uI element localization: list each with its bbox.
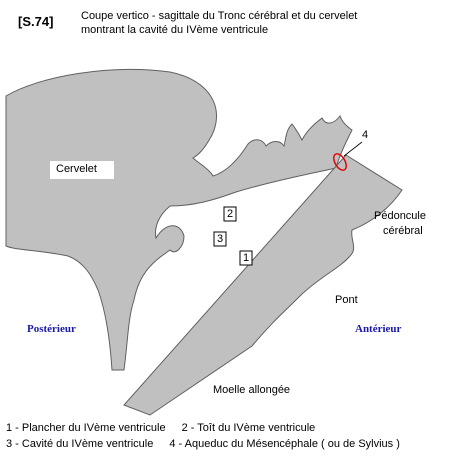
label-moelle: Moelle allongée <box>213 384 291 396</box>
legend-row-1: 1 - Plancher du IVème ventricule 2 - Toît… <box>6 420 400 436</box>
marker-box-2 <box>223 206 237 222</box>
marker-box-3 <box>213 231 227 247</box>
legend-item-2: 2 - Toît du IVème ventricule <box>181 422 316 434</box>
legend: 1 - Plancher du IVème ventricule 2 - Toît… <box>6 420 400 452</box>
brainstem-shape <box>123 154 403 416</box>
legend-row-2: 3 - Cavité du IVème ventricule 4 - Aquedu… <box>6 436 400 452</box>
label-anterieur: Antérieur <box>355 323 402 335</box>
marker-4: 4 <box>362 129 369 141</box>
marker-1: 1 <box>242 252 250 264</box>
label-cervelet: Cervelet <box>56 163 97 175</box>
legend-item-4: 4 - Aqueduc du Mésencéphale ( ou de Sylv… <box>169 438 400 450</box>
marker-3: 3 <box>216 233 224 245</box>
cervelet-label-bg <box>50 161 114 179</box>
figure-title: Coupe vertico - sagittale du Tronc céréb… <box>81 9 357 37</box>
label-peduncle-line-1: Pédoncule <box>374 210 426 222</box>
legend-item-3: 3 - Cavité du IVème ventricule <box>6 438 154 450</box>
aqueduct-pointer-line <box>343 141 363 157</box>
label-pont: Pont <box>335 294 358 306</box>
legend-item-1: 1 - Plancher du IVème ventricule <box>6 422 166 434</box>
title-line-2: montrant la cavité du IVème ventricule <box>81 24 269 36</box>
cerebellum-shape <box>5 68 353 371</box>
aqueduct-marker <box>333 153 347 171</box>
figure-reference: [S.74] <box>18 14 54 29</box>
marker-box-1 <box>239 250 253 266</box>
label-peduncle-line-2: cérébral <box>383 225 423 237</box>
title-line-1: Coupe vertico - sagittale du Tronc céréb… <box>81 10 358 22</box>
label-posterieur: Postérieur <box>27 323 76 335</box>
marker-2: 2 <box>226 208 234 220</box>
